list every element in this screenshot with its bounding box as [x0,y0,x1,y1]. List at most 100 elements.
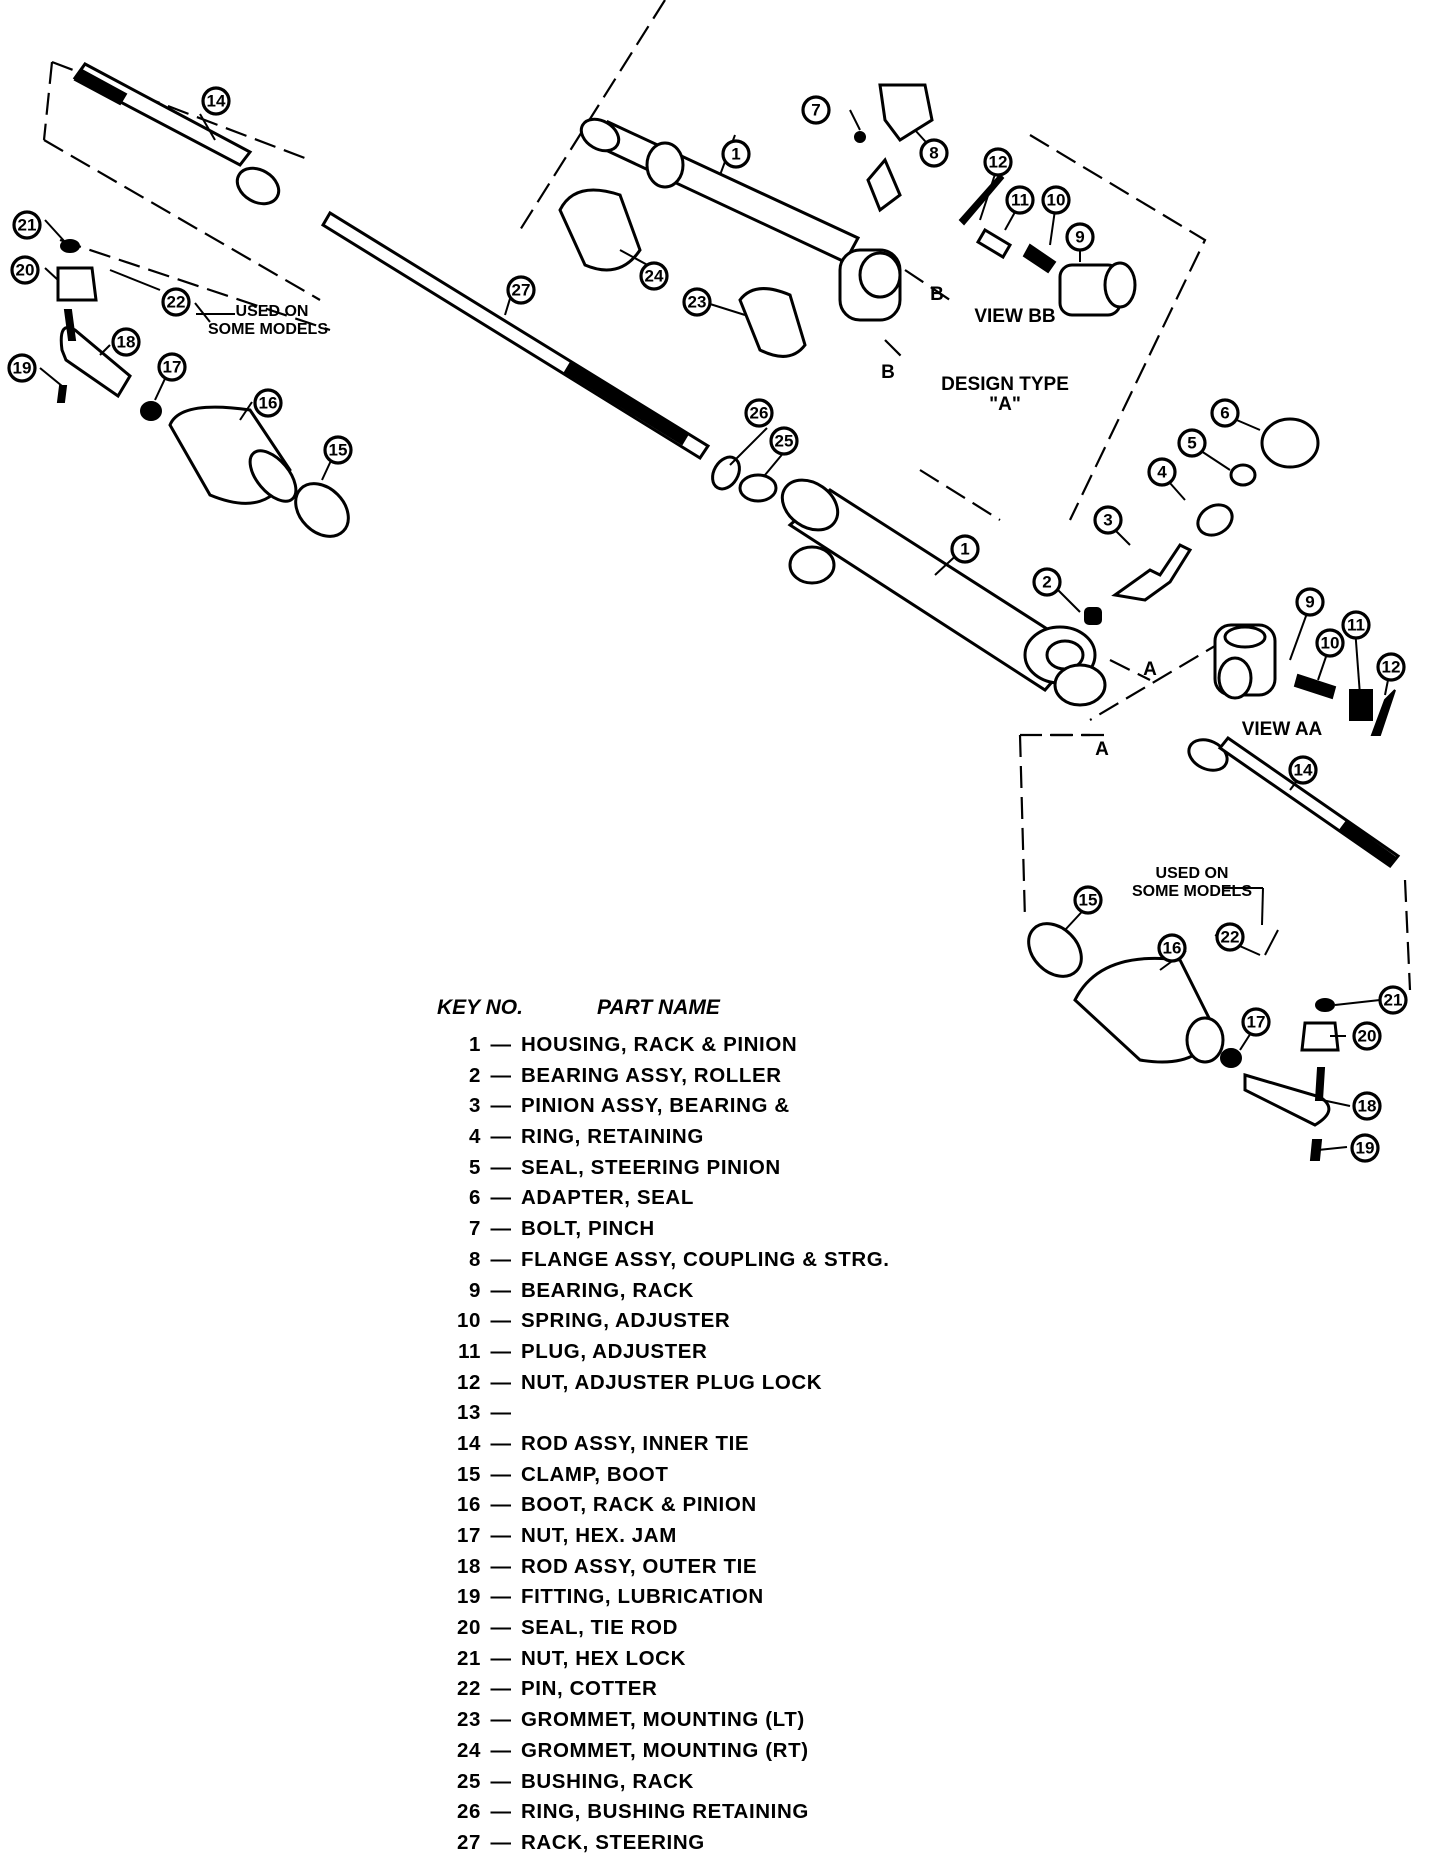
svg-text:6: 6 [1220,404,1229,423]
legend-header: KEY NO. PART NAME [437,996,1077,1026]
svg-text:9: 9 [1075,228,1084,247]
svg-text:12: 12 [1382,658,1401,677]
callout-14-left: 14 [201,86,231,116]
legend-key-number: 20 [456,1616,481,1640]
legend-part-name: GROMMET, MOUNTING (RT) [521,1738,809,1762]
svg-text:10: 10 [1047,191,1066,210]
legend-part-name: FLANGE ASSY, COUPLING & STRG. [521,1247,890,1271]
svg-text:21: 21 [1384,991,1403,1010]
section-a-top: A [1143,659,1157,680]
legend-separator: — [490,1493,512,1517]
legend-key-number: 1 [468,1033,481,1056]
callout-9-bb: 9 [1065,222,1095,252]
callout-27: 27 [506,275,536,305]
steering-rack [320,210,711,461]
housing-design-type-a [579,117,902,322]
svg-text:5: 5 [1187,434,1196,453]
legend-row: 6—ADAPTER, SEAL [437,1183,1077,1214]
legend-row: 9—BEARING, RACK [437,1276,1077,1307]
legend-key-number: 2 [468,1063,481,1087]
legend-separator: — [490,1708,512,1732]
callout-19-right: 19 [1350,1133,1380,1163]
outer-tie-rod-left [56,239,162,421]
section-a-bottom: A [1095,739,1109,760]
legend-row: 4—RING, RETAINING [437,1122,1077,1153]
callout-24: 24 [639,261,669,291]
legend-row: 26—RING, BUSHING RETAINING [437,1797,1077,1828]
legend-key-number: 11 [458,1339,481,1363]
legend-separator: — [490,1247,512,1271]
legend-row: 17—NUT, HEX. JAM [437,1521,1077,1552]
legend-row: 19—FITTING, LUBRICATION [437,1582,1077,1613]
callout-16-left: 16 [253,388,283,418]
legend-part-name: BEARING, RACK [521,1278,694,1302]
legend-key-number: 15 [456,1462,481,1486]
legend-separator: — [490,1524,512,1547]
legend-separator: — [490,1554,512,1578]
legend-key-number: 8 [468,1247,481,1271]
legend-key-number: 27 [456,1830,481,1854]
legend-separator: — [490,1616,512,1640]
legend-key-number: 24 [456,1738,481,1762]
callout-1-main: 1 [950,534,980,564]
svg-text:17: 17 [163,358,182,377]
svg-text:9: 9 [1305,593,1314,612]
legend-separator: — [490,1769,512,1793]
legend-part-name: RING, BUSHING RETAINING [521,1800,809,1824]
legend-row: 25—BUSHING, RACK [437,1767,1077,1798]
legend-part-name: FITTING, LUBRICATION [521,1585,764,1609]
callout-5: 5 [1177,428,1207,458]
svg-text:16: 16 [259,394,278,413]
legend-key-number: 26 [456,1800,481,1824]
callout-23: 23 [682,287,712,317]
legend-part-name: GROMMET, MOUNTING (LT) [521,1708,805,1732]
callout-18-right: 18 [1352,1091,1382,1121]
callout-8: 8 [919,138,949,168]
section-b-bottom: B [881,362,895,383]
legend-key-number: 18 [456,1554,481,1578]
view-aa-parts [1213,623,1396,736]
legend-separator: — [490,1155,512,1179]
svg-text:15: 15 [1079,891,1098,910]
callout-21-left: 21 [12,210,42,240]
legend-key-number: 6 [468,1186,481,1210]
svg-text:18: 18 [117,333,136,352]
svg-text:14: 14 [1294,761,1313,780]
legend-part-name: ROD ASSY, OUTER TIE [521,1554,758,1578]
svg-text:1: 1 [731,145,740,164]
callout-10-bb: 10 [1041,185,1071,215]
callout-9-aa: 9 [1295,587,1325,617]
legend-row: 23—GROMMET, MOUNTING (LT) [437,1705,1077,1736]
legend-key-number: 17 [456,1524,481,1547]
callout-11-aa: 11 [1341,610,1371,640]
callout-7: 7 [801,95,831,125]
design-type-line2: "A" [989,394,1021,415]
legend-part-name: ADAPTER, SEAL [521,1186,694,1210]
legend-separator: — [490,1125,512,1149]
view-aa-label: VIEW AA [1242,719,1323,740]
svg-text:22: 22 [167,293,186,312]
legend-row: 1—HOUSING, RACK & PINION [437,1030,1077,1061]
housing-main [780,478,1107,707]
svg-text:27: 27 [512,281,531,300]
callout-21-right: 21 [1378,985,1408,1015]
legend-key-number: 3 [468,1094,481,1118]
legend-separator: — [490,1431,512,1455]
svg-text:12: 12 [989,153,1008,172]
legend-separator: — [490,1462,512,1486]
design-type-line1: DESIGN TYPE [941,374,1069,395]
view-bb-parts [958,173,1137,317]
coupling-flange [854,83,934,213]
legend-row: 13— [437,1398,1077,1429]
legend-key-number: 22 [456,1677,481,1701]
legend-key-number: 21 [456,1646,481,1670]
callout-25: 25 [769,426,799,456]
dashed-group-lines [42,0,1412,991]
callout-20-left: 20 [10,255,40,285]
legend-separator: — [490,1646,512,1670]
bushing-and-ring [711,455,778,503]
svg-text:10: 10 [1321,634,1340,653]
svg-text:17: 17 [1247,1013,1266,1032]
